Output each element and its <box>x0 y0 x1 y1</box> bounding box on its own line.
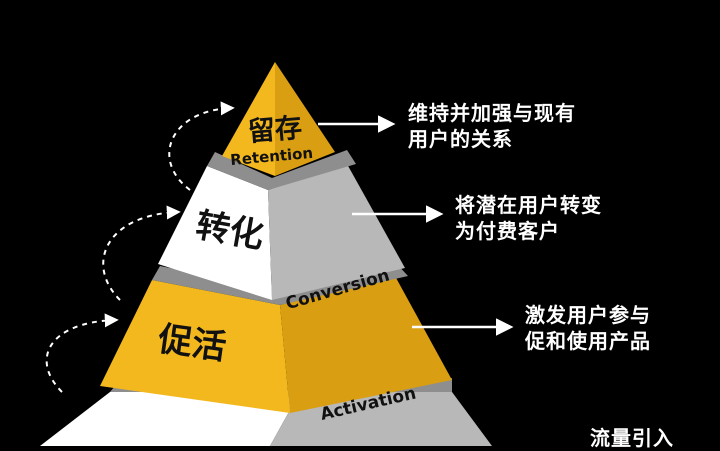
desc-line: 为付费客户 <box>455 219 560 243</box>
dashed-curve-arrow <box>45 313 119 393</box>
pyramid-layer-retention <box>222 62 335 176</box>
pyramid-layer-conversion <box>158 164 405 300</box>
dashed-curve-arrow <box>102 205 181 301</box>
desc-conversion: 将潜在用户转变 为付费客户 <box>455 192 602 244</box>
layer-label-activation: 促活 <box>155 319 229 368</box>
desc-line: 将潜在用户转变 <box>455 193 602 217</box>
desc-retention: 维持并加强与现有 用户的关系 <box>408 100 576 152</box>
layer-label-retention: 留存 <box>247 112 303 148</box>
desc-line: 促和使用产品 <box>525 329 651 353</box>
desc-line: 用户的关系 <box>408 127 513 151</box>
desc-line: 激发用户参与 <box>525 303 651 327</box>
pyramid-layer-activation <box>100 276 452 413</box>
desc-acquisition: 流量引入 <box>590 425 674 451</box>
desc-activation: 激发用户参与 促和使用产品 <box>525 302 651 354</box>
desc-line: 流量引入 <box>590 426 674 450</box>
desc-line: 维持并加强与现有 <box>408 101 576 125</box>
pyramid-gap-shadow <box>207 150 356 190</box>
